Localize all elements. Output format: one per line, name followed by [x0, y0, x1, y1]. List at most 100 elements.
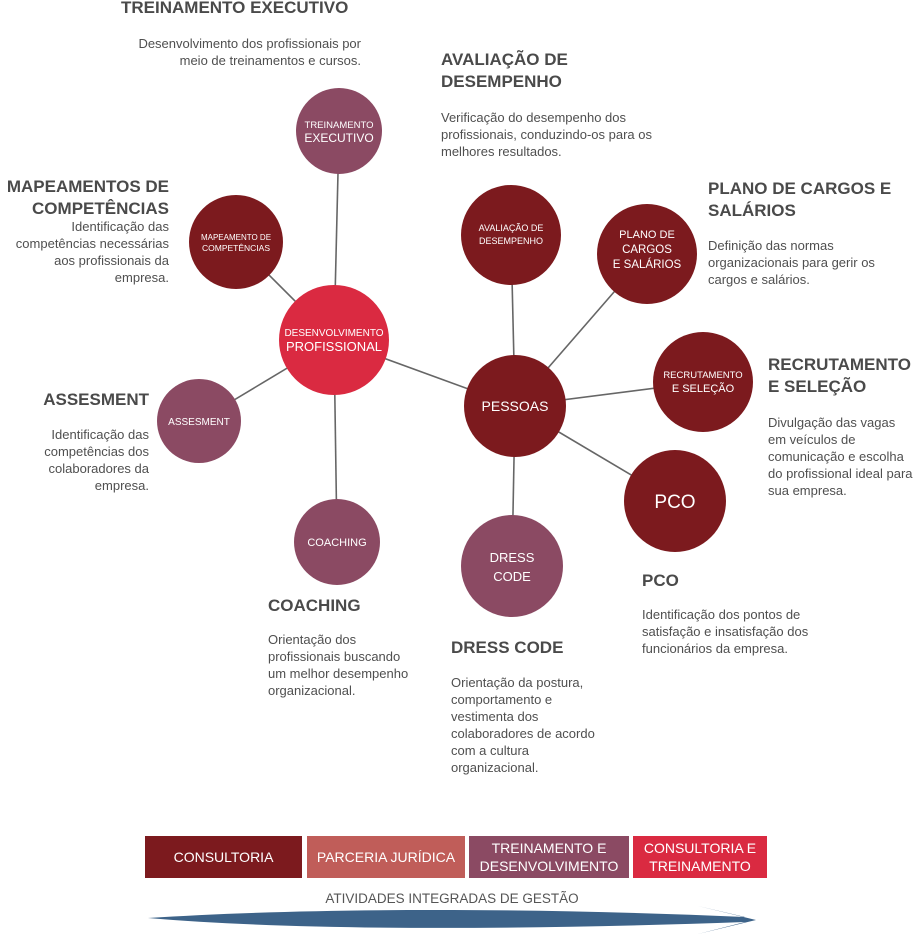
- node-label: PROFISSIONAL: [286, 339, 382, 354]
- node-circle: [294, 499, 380, 585]
- footer-caption: ATIVIDADES INTEGRADAS DE GESTÃO: [325, 891, 579, 906]
- legend-label: CONSULTORIA E: [643, 840, 757, 856]
- desc-line: Identificação das: [71, 219, 169, 234]
- node-label: PLANO DE: [619, 229, 675, 241]
- node-label: E SELEÇÃO: [672, 382, 735, 395]
- legend-label: TREINAMENTO E: [491, 840, 607, 856]
- node-label: DESEMPENHO: [479, 236, 543, 246]
- heading-line: RECRUTAMENTO: [768, 355, 911, 374]
- desc-line: Divulgação das vagas: [768, 415, 896, 430]
- legend-parceria-juridica: PARCERIA JURÍDICA: [307, 836, 465, 878]
- node-circle: [189, 195, 283, 289]
- node-pco: PCO: [624, 450, 726, 552]
- legend-label: TREINAMENTO: [649, 858, 751, 874]
- desc-line: comunicação e escolha: [768, 449, 904, 464]
- node-circle: [597, 204, 697, 304]
- node-label: PCO: [654, 492, 695, 513]
- desc-treinamento-executivo: Desenvolvimento dos profissionais por me…: [110, 35, 361, 69]
- desc-line: funcionários da empresa.: [642, 641, 788, 656]
- desc-line: organizacional.: [451, 760, 539, 775]
- desc-line: colaboradores da: [48, 461, 149, 476]
- desc-line: melhores resultados.: [441, 144, 562, 159]
- heading-pco: PCO: [642, 571, 679, 590]
- node-label: DRESS: [490, 550, 535, 565]
- desc-coaching: Orientação dos profissionais buscando um…: [268, 631, 408, 699]
- desc-recrutamento: Divulgação das vagas em veículos de comu…: [768, 414, 913, 499]
- desc-line: competências dos: [44, 444, 149, 459]
- node-label: ASSESMENT: [168, 417, 230, 428]
- node-label: COACHING: [307, 537, 366, 549]
- legend-label: PARCERIA JURÍDICA: [316, 849, 456, 865]
- heading-line: AVALIAÇÃO DE: [441, 50, 568, 69]
- node-circle: [653, 332, 753, 432]
- node-avaliacao-de-desempenho: AVALIAÇÃO DE DESEMPENHO: [461, 185, 561, 285]
- heading-coaching: COACHING: [268, 596, 361, 615]
- node-label: PESSOAS: [482, 398, 549, 414]
- heading-line: COMPETÊNCIAS: [32, 199, 169, 218]
- heading-line: MAPEAMENTOS DE: [6, 177, 169, 196]
- desc-line: vestimenta dos: [451, 709, 539, 724]
- node-circle: [296, 88, 382, 174]
- node-circle: [464, 355, 566, 457]
- desc-mapeamento: Identificação das competências necessári…: [0, 218, 169, 286]
- node-assesment: ASSESMENT: [157, 379, 241, 463]
- node-label: MAPEAMENTO DE: [201, 233, 271, 242]
- heading-mapeamento: MAPEAMENTOS DE COMPETÊNCIAS: [0, 176, 169, 220]
- node-label: DESENVOLVIMENTO: [284, 328, 383, 339]
- legend-consultoria: CONSULTORIA: [145, 836, 302, 878]
- desc-assesment: Identificação das competências dos colab…: [0, 426, 149, 494]
- desc-line: colaboradores de acordo: [451, 726, 595, 741]
- desc-line: Verificação do desempenho dos: [441, 110, 627, 125]
- node-circle: [461, 515, 563, 617]
- desc-line: Orientação dos: [268, 632, 357, 647]
- timeline-arrow: [148, 906, 756, 934]
- desc-line: Identificação das: [51, 427, 149, 442]
- desc-line: comportamento e: [451, 692, 553, 707]
- desc-dress-code: Orientação da postura, comportamento e v…: [451, 674, 595, 776]
- desc-avaliacao: Verificação do desempenho dos profission…: [441, 109, 652, 160]
- node-label: COMPETÊNCIAS: [202, 243, 270, 253]
- desc-pco: Identificação dos pontos de satisfação e…: [642, 606, 808, 657]
- desc-line: organizacionais para gerir os: [708, 255, 875, 270]
- desc-line: Orientação da postura,: [451, 675, 584, 690]
- node-circle: [461, 185, 561, 285]
- node-label: EXECUTIVO: [304, 131, 373, 145]
- desc-line: Desenvolvimento dos profissionais por: [138, 36, 361, 51]
- node-plano-de-cargos: PLANO DE CARGOS E SALÁRIOS: [597, 204, 697, 304]
- desc-line: profissionais buscando: [268, 649, 401, 664]
- node-label: E SALÁRIOS: [613, 258, 682, 271]
- desc-line: aos profissionais da: [54, 253, 169, 268]
- heading-line: SALÁRIOS: [708, 201, 796, 220]
- desc-line: com a cultura: [451, 743, 530, 758]
- node-recrutamento-e-selecao: RECRUTAMENTO E SELEÇÃO: [653, 332, 753, 432]
- node-label: CARGOS: [622, 244, 672, 256]
- node-coaching: COACHING: [294, 499, 380, 585]
- legend-label: DESENVOLVIMENTO: [479, 858, 619, 874]
- desc-line: cargos e salários.: [708, 272, 810, 287]
- heading-line: PLANO DE CARGOS E: [708, 179, 892, 198]
- heading-dress-code: DRESS CODE: [451, 638, 564, 657]
- node-label: CODE: [493, 569, 531, 584]
- desc-plano: Definição das normas organizacionais par…: [708, 237, 875, 288]
- legend-consultoria-treinamento: CONSULTORIA E TREINAMENTO: [633, 836, 767, 878]
- node-label: AVALIAÇÃO DE: [479, 223, 544, 233]
- heading-recrutamento: RECRUTAMENTO E SELEÇÃO: [768, 354, 911, 398]
- node-pessoas: PESSOAS: [464, 355, 566, 457]
- heading-line: DESEMPENHO: [441, 72, 562, 91]
- desc-line: empresa.: [114, 270, 169, 285]
- node-circle: [624, 450, 726, 552]
- node-label: RECRUTAMENTO: [663, 370, 742, 381]
- node-desenvolvimento-profissional: DESENVOLVIMENTO PROFISSIONAL: [279, 285, 389, 395]
- node-circle: [157, 379, 241, 463]
- legend-treinamento-desenvolvimento: TREINAMENTO E DESENVOLVIMENTO: [469, 836, 629, 878]
- desc-line: Definição das normas: [708, 238, 834, 253]
- heading-line: E SELEÇÃO: [768, 377, 867, 396]
- desc-line: satisfação e insatisfação dos: [642, 624, 809, 639]
- desc-line: do profissional ideal para: [768, 466, 913, 481]
- heading-treinamento-executivo: TREINAMENTO EXECUTIVO: [121, 0, 349, 17]
- node-circle: [279, 285, 389, 395]
- desc-line: organizacional.: [268, 683, 356, 698]
- heading-plano: PLANO DE CARGOS E SALÁRIOS: [708, 178, 891, 222]
- desc-line: meio de treinamentos e cursos.: [179, 53, 361, 68]
